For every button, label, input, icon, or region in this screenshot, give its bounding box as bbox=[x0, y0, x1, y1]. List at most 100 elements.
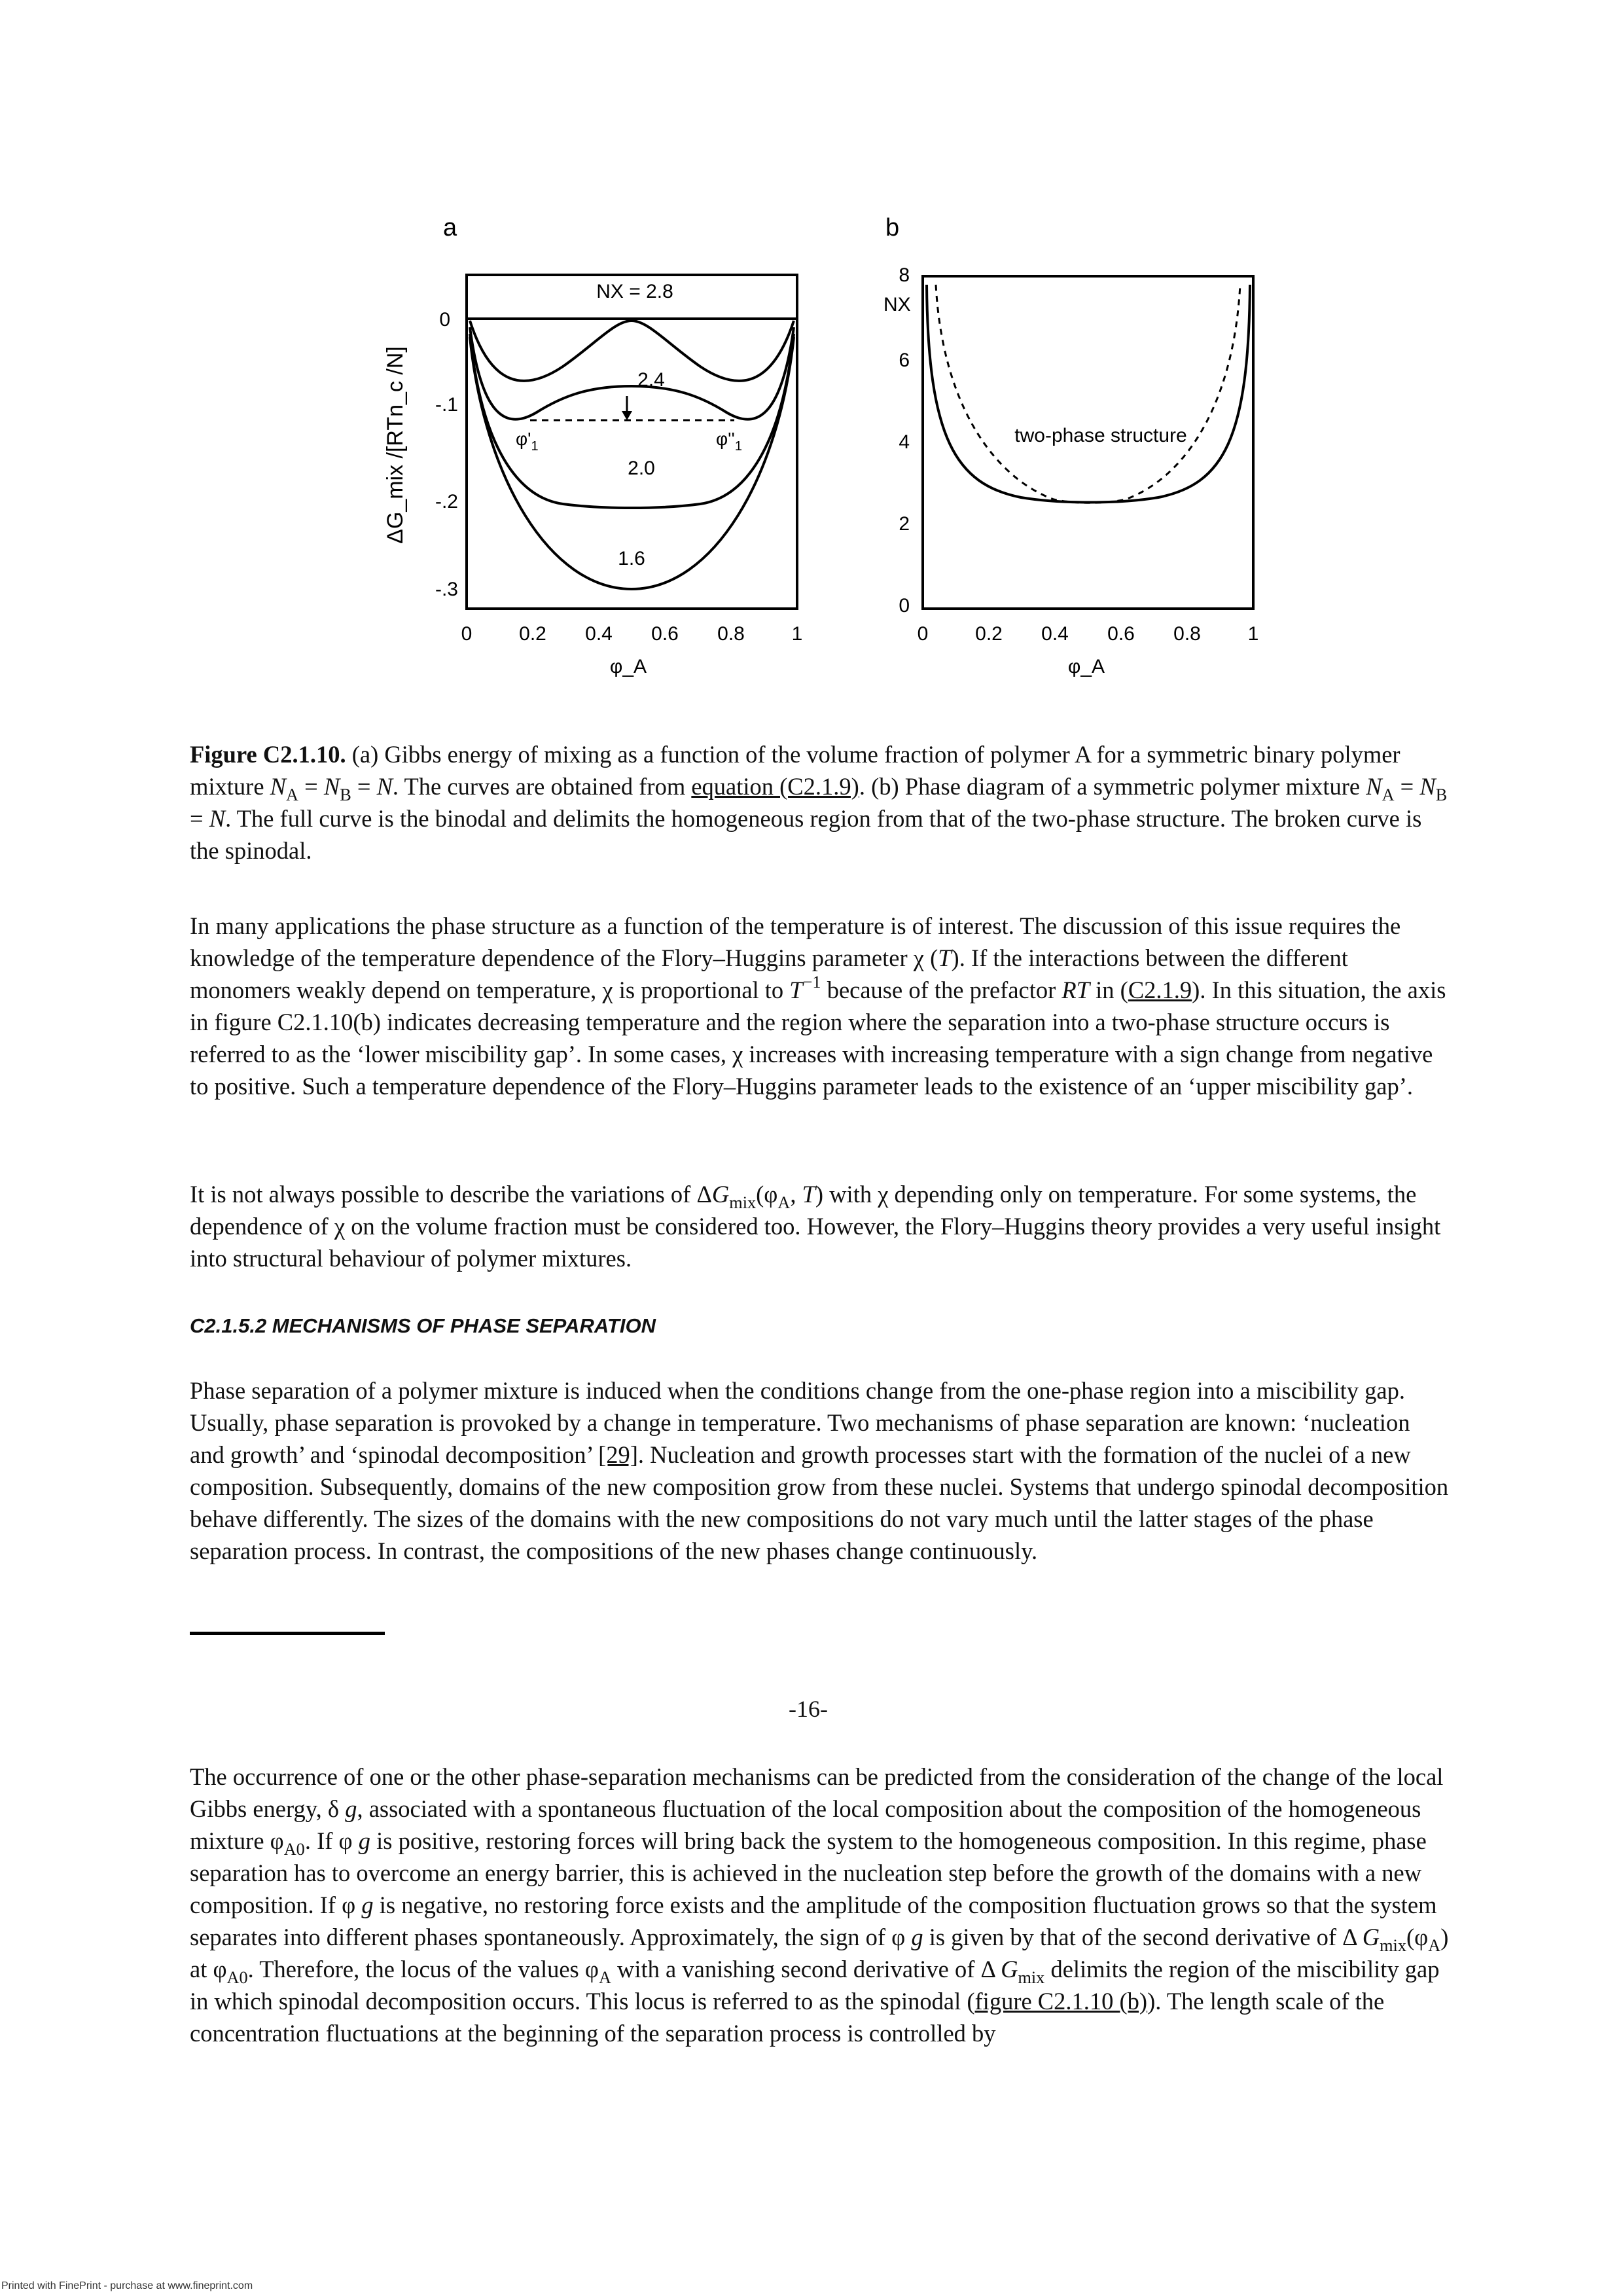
symbol-t: T bbox=[789, 977, 803, 1003]
subscript-a: A bbox=[598, 1968, 611, 1988]
curve-label-1-6: 1.6 bbox=[618, 548, 645, 569]
phi-prime-left: φ'1 bbox=[516, 429, 539, 454]
body-text: because of the prefactor bbox=[821, 977, 1062, 1003]
paragraph-occurrence: The occurrence of one or the other phase… bbox=[190, 1761, 1450, 2049]
body-text: ) at φ bbox=[190, 1924, 1449, 1982]
reference-link[interactable]: [29] bbox=[598, 1441, 638, 1468]
panel-b-xtick: 0.4 bbox=[1041, 623, 1069, 645]
phi-prime-left-sym: φ' bbox=[516, 429, 531, 449]
symbol-n: N bbox=[323, 773, 340, 800]
body-text: delimits the region of the miscibility g… bbox=[190, 1956, 1440, 2015]
subscript-a0: A0 bbox=[283, 1840, 305, 1859]
symbol-n: N bbox=[1366, 773, 1382, 800]
symbol-g: g bbox=[911, 1924, 923, 1950]
equation-link[interactable]: C2.1.9 bbox=[1128, 977, 1192, 1003]
body-text: In many applications the phase structure… bbox=[190, 912, 1401, 971]
panel-b-ytick: 2 bbox=[899, 513, 910, 535]
body-text: , bbox=[790, 1181, 802, 1208]
phi-prime-right-sym: φ'' bbox=[716, 429, 735, 449]
subscript-a: A bbox=[286, 785, 298, 805]
tangent-arrow-head bbox=[622, 411, 632, 420]
figure-caption: Figure C2.1.10. (a) Gibbs energy of mixi… bbox=[190, 738, 1450, 867]
body-text: is positive, restoring forces will bring… bbox=[190, 1827, 1427, 1918]
symbol-g: G bbox=[711, 1181, 730, 1208]
subscript-mix: mix bbox=[1380, 1936, 1406, 1956]
equation-link[interactable]: equation (C2.1.9) bbox=[691, 773, 859, 800]
symbol-n: N bbox=[1419, 773, 1436, 800]
panel-b-ytick: 0 bbox=[899, 595, 910, 617]
symbol-t: T bbox=[802, 1181, 815, 1208]
subscript-b: B bbox=[1435, 785, 1448, 805]
panel-a-letter: a bbox=[443, 214, 457, 242]
subscript-a: A bbox=[1382, 785, 1395, 805]
panel-b-xtick: 0.8 bbox=[1173, 623, 1201, 645]
symbol-t: T bbox=[938, 944, 952, 971]
panel-a-frame bbox=[465, 274, 798, 610]
body-text: in ( bbox=[1090, 977, 1128, 1003]
body-text: . Nucleation and growth processes start … bbox=[190, 1441, 1449, 1564]
panel-a-x-label: φ_A bbox=[610, 656, 647, 677]
body-text: , associated with a spontaneous fluctuat… bbox=[190, 1795, 1421, 1854]
panel-b-xtick: 1 bbox=[1248, 623, 1259, 645]
region-label-two-phase: two-phase structure bbox=[1014, 425, 1186, 446]
curve-label-2-0: 2.0 bbox=[628, 457, 655, 479]
caption-label: Figure C2.1.10. bbox=[190, 741, 346, 768]
figure-c2-1-10: a ΔG_mix /[RTn_c /N] 0 -.1 -.2 -.3 0 0.2… bbox=[366, 196, 1270, 720]
panel-b-ytick: 8 bbox=[899, 264, 910, 286]
body-text: ) with χ depending only on temperature. … bbox=[190, 1181, 1441, 1272]
body-text: . Therefore, the locus of the values φ bbox=[247, 1956, 599, 1982]
symbol-rt: RT bbox=[1061, 977, 1090, 1003]
paragraph-temperature-dependence: In many applications the phase structure… bbox=[190, 910, 1450, 1102]
panel-b-ytick: 4 bbox=[899, 431, 910, 453]
subscript-mix: mix bbox=[1018, 1968, 1045, 1988]
panel-a-y-label: ΔG_mix /[RTn_c /N] bbox=[383, 346, 408, 544]
symbol-g: g bbox=[358, 1827, 370, 1854]
panel-a-xtick: 0.6 bbox=[651, 623, 679, 645]
body-text: The occurrence of one or the other phase… bbox=[190, 1763, 1444, 1822]
subscript-a: A bbox=[777, 1193, 791, 1213]
phi-prime-right: φ''1 bbox=[716, 429, 742, 454]
exponent: −1 bbox=[802, 973, 821, 992]
symbol-n: N bbox=[376, 773, 393, 800]
subscript-a: A bbox=[1428, 1936, 1441, 1956]
spinodal-curve bbox=[935, 284, 1241, 504]
symbol-g: G bbox=[1362, 1924, 1380, 1950]
symbol-g: g bbox=[345, 1795, 357, 1822]
paragraph-mechanisms: Phase separation of a polymer mixture is… bbox=[190, 1374, 1450, 1567]
body-text: . If φ bbox=[304, 1827, 359, 1854]
panel-b-ytick: 6 bbox=[899, 350, 910, 371]
panel-a-xtick: 0.2 bbox=[519, 623, 546, 645]
caption-text: . The curves are obtained from bbox=[392, 773, 692, 800]
body-text: It is not always possible to describe th… bbox=[190, 1181, 712, 1208]
section-heading: C2.1.5.2 MECHANISMS OF PHASE SEPARATION bbox=[190, 1314, 656, 1337]
panel-a-ytick: -.2 bbox=[435, 491, 458, 512]
body-text: (φ bbox=[1406, 1924, 1429, 1950]
panel-a-xtick: 0.8 bbox=[717, 623, 745, 645]
body-text: (φ bbox=[756, 1181, 778, 1208]
section-rule bbox=[190, 1632, 385, 1635]
figure-svg: a ΔG_mix /[RTn_c /N] 0 -.1 -.2 -.3 0 0.2… bbox=[383, 214, 1259, 677]
subscript-a0: A0 bbox=[226, 1968, 248, 1988]
panel-a-ytick: -.3 bbox=[435, 579, 458, 600]
curve-nx-1-6 bbox=[469, 336, 795, 591]
body-text: with a vanishing second derivative of Δ bbox=[611, 1956, 1001, 1982]
panel-b-xtick: 0.6 bbox=[1107, 623, 1135, 645]
equals: = bbox=[1394, 773, 1420, 800]
panel-a-xtick: 0.4 bbox=[585, 623, 613, 645]
figure-link[interactable]: figure C2.1.10 (b) bbox=[974, 1988, 1148, 2015]
curve-nx-2-4 bbox=[469, 327, 795, 421]
binodal-curve bbox=[925, 284, 1251, 504]
curve-nx-2-0 bbox=[469, 333, 795, 509]
panel-a-ytick: 0 bbox=[439, 309, 450, 331]
equals: = bbox=[298, 773, 324, 800]
curve-label-2-4: 2.4 bbox=[637, 369, 665, 391]
printer-footer: Printed with FinePrint - purchase at www… bbox=[1, 2280, 253, 2291]
curve-nx-2-8 bbox=[469, 319, 795, 382]
body-text: is negative, no restoring force exists a… bbox=[190, 1892, 1437, 1950]
caption-text: . (b) Phase diagram of a symmetric polym… bbox=[859, 773, 1366, 800]
symbol-n: N bbox=[209, 805, 226, 832]
symbol-g: g bbox=[361, 1892, 374, 1918]
body-text: ). If the interactions between the diffe… bbox=[190, 944, 1348, 1003]
symbol-n: N bbox=[270, 773, 287, 800]
caption-text: (a) Gibbs energy of mixing as a function… bbox=[190, 741, 1400, 800]
